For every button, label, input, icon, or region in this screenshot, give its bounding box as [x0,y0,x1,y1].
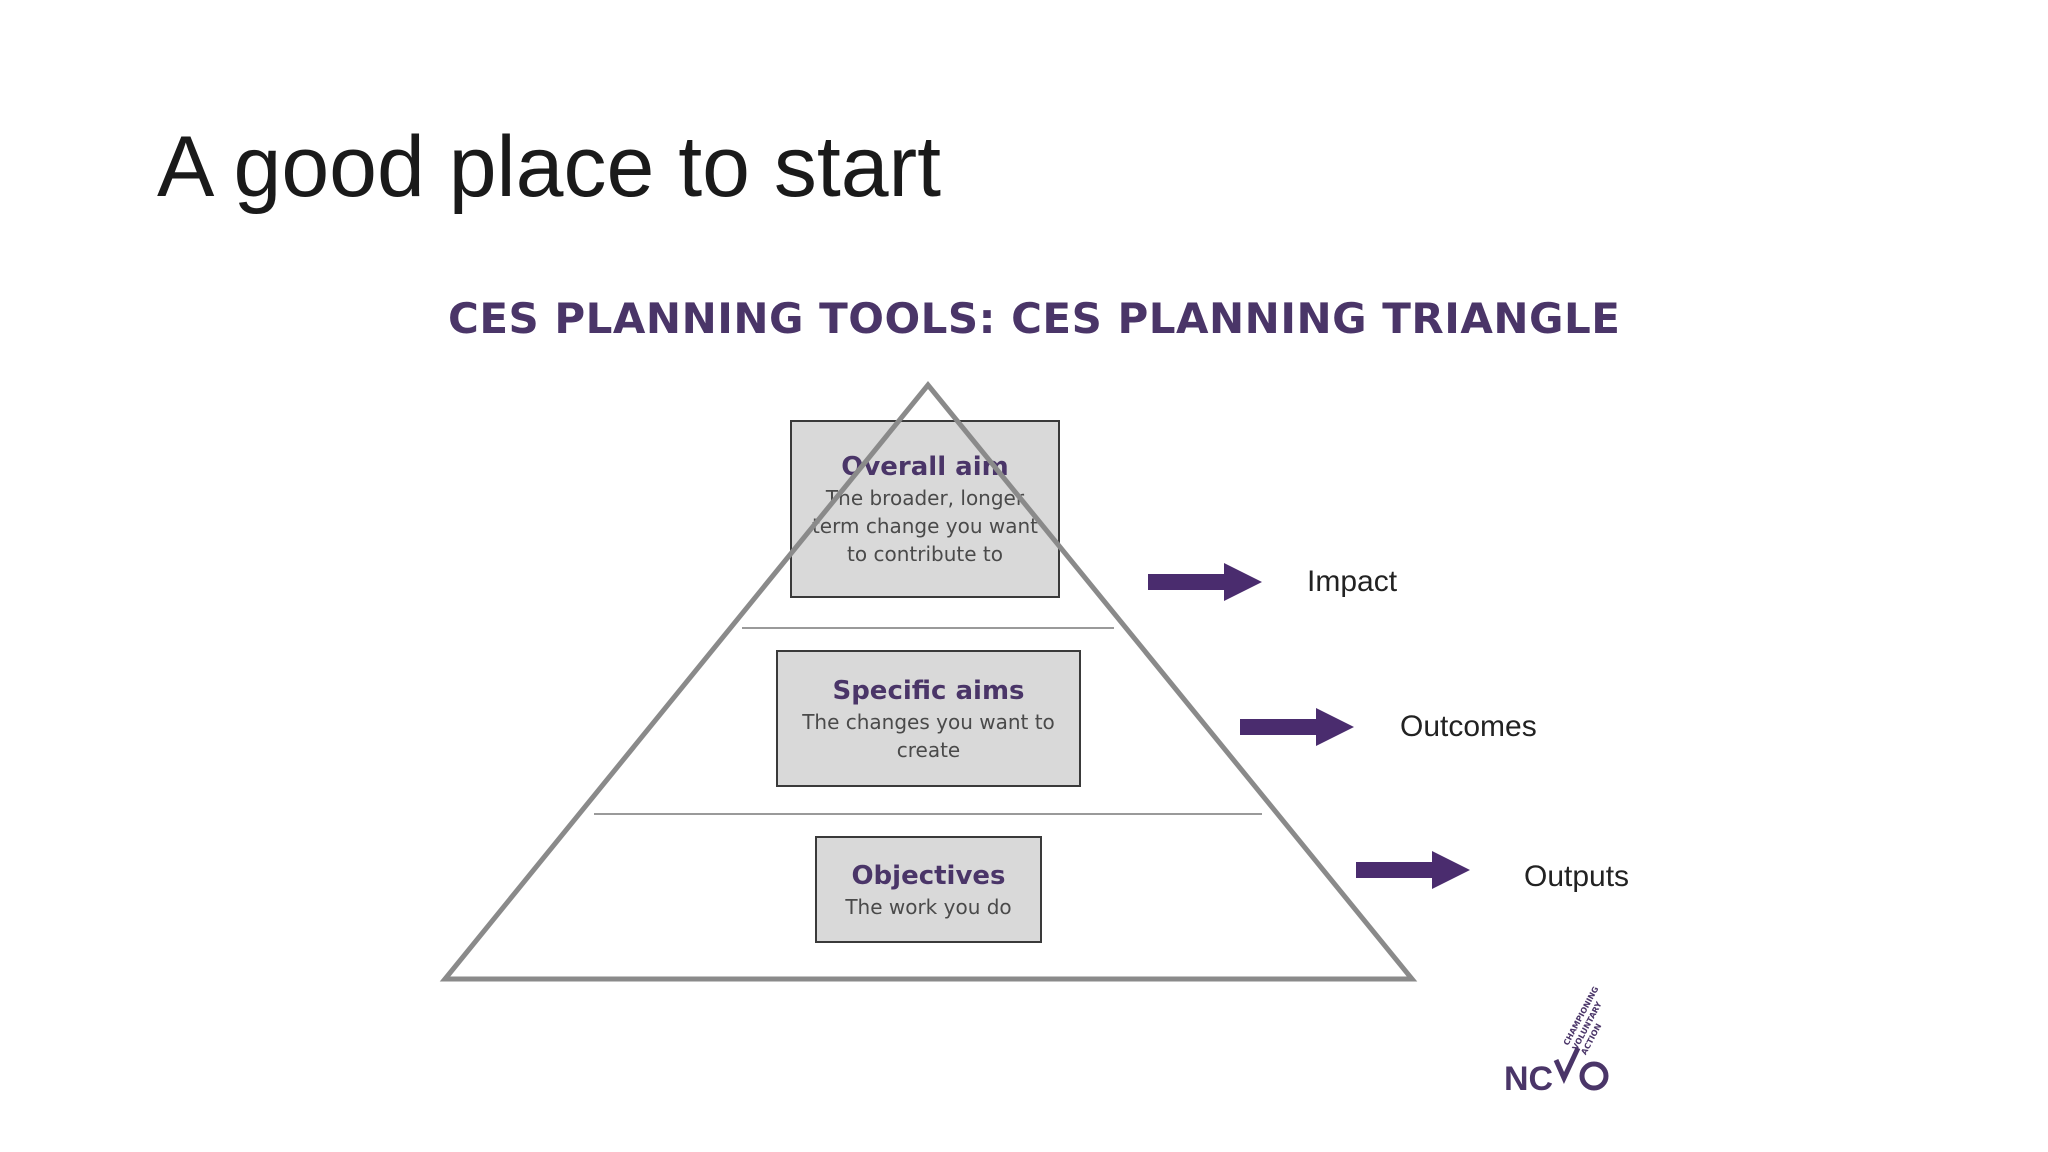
overall-aim-box: Overall aim The broader, longer term cha… [790,420,1060,598]
label-outcomes: Outcomes [1400,710,1537,743]
overall-aim-line-1: The broader, longer [825,486,1025,510]
specific-aims-heading: Specific aims [832,675,1025,706]
diagram-title: CES PLANNING TOOLS: CES PLANNING TRIANGL… [448,294,1621,343]
objectives-heading: Objectives [851,860,1006,891]
overall-aim-line-3: to contribute to [847,542,1003,566]
specific-aims-box: Specific aims The changes you want to cr… [776,650,1081,787]
specific-aims-line-1: The changes you want to [802,709,1055,734]
objectives-line-1: The work you do [845,894,1012,919]
overall-aim-heading: Overall aim [841,452,1009,482]
overall-aim-line-2: term change you want [811,514,1039,538]
objectives-box: Objectives The work you do [815,836,1042,943]
specific-aims-line-2: create [896,737,961,762]
ncvo-logo: NC CHAMPIONING VOLUNTARY ACTION [1498,960,1628,1100]
slide-title: A good place to start [157,119,942,215]
label-outputs: Outputs [1524,860,1630,893]
svg-text:NC: NC [1504,1060,1553,1098]
label-impact: Impact [1307,565,1398,598]
